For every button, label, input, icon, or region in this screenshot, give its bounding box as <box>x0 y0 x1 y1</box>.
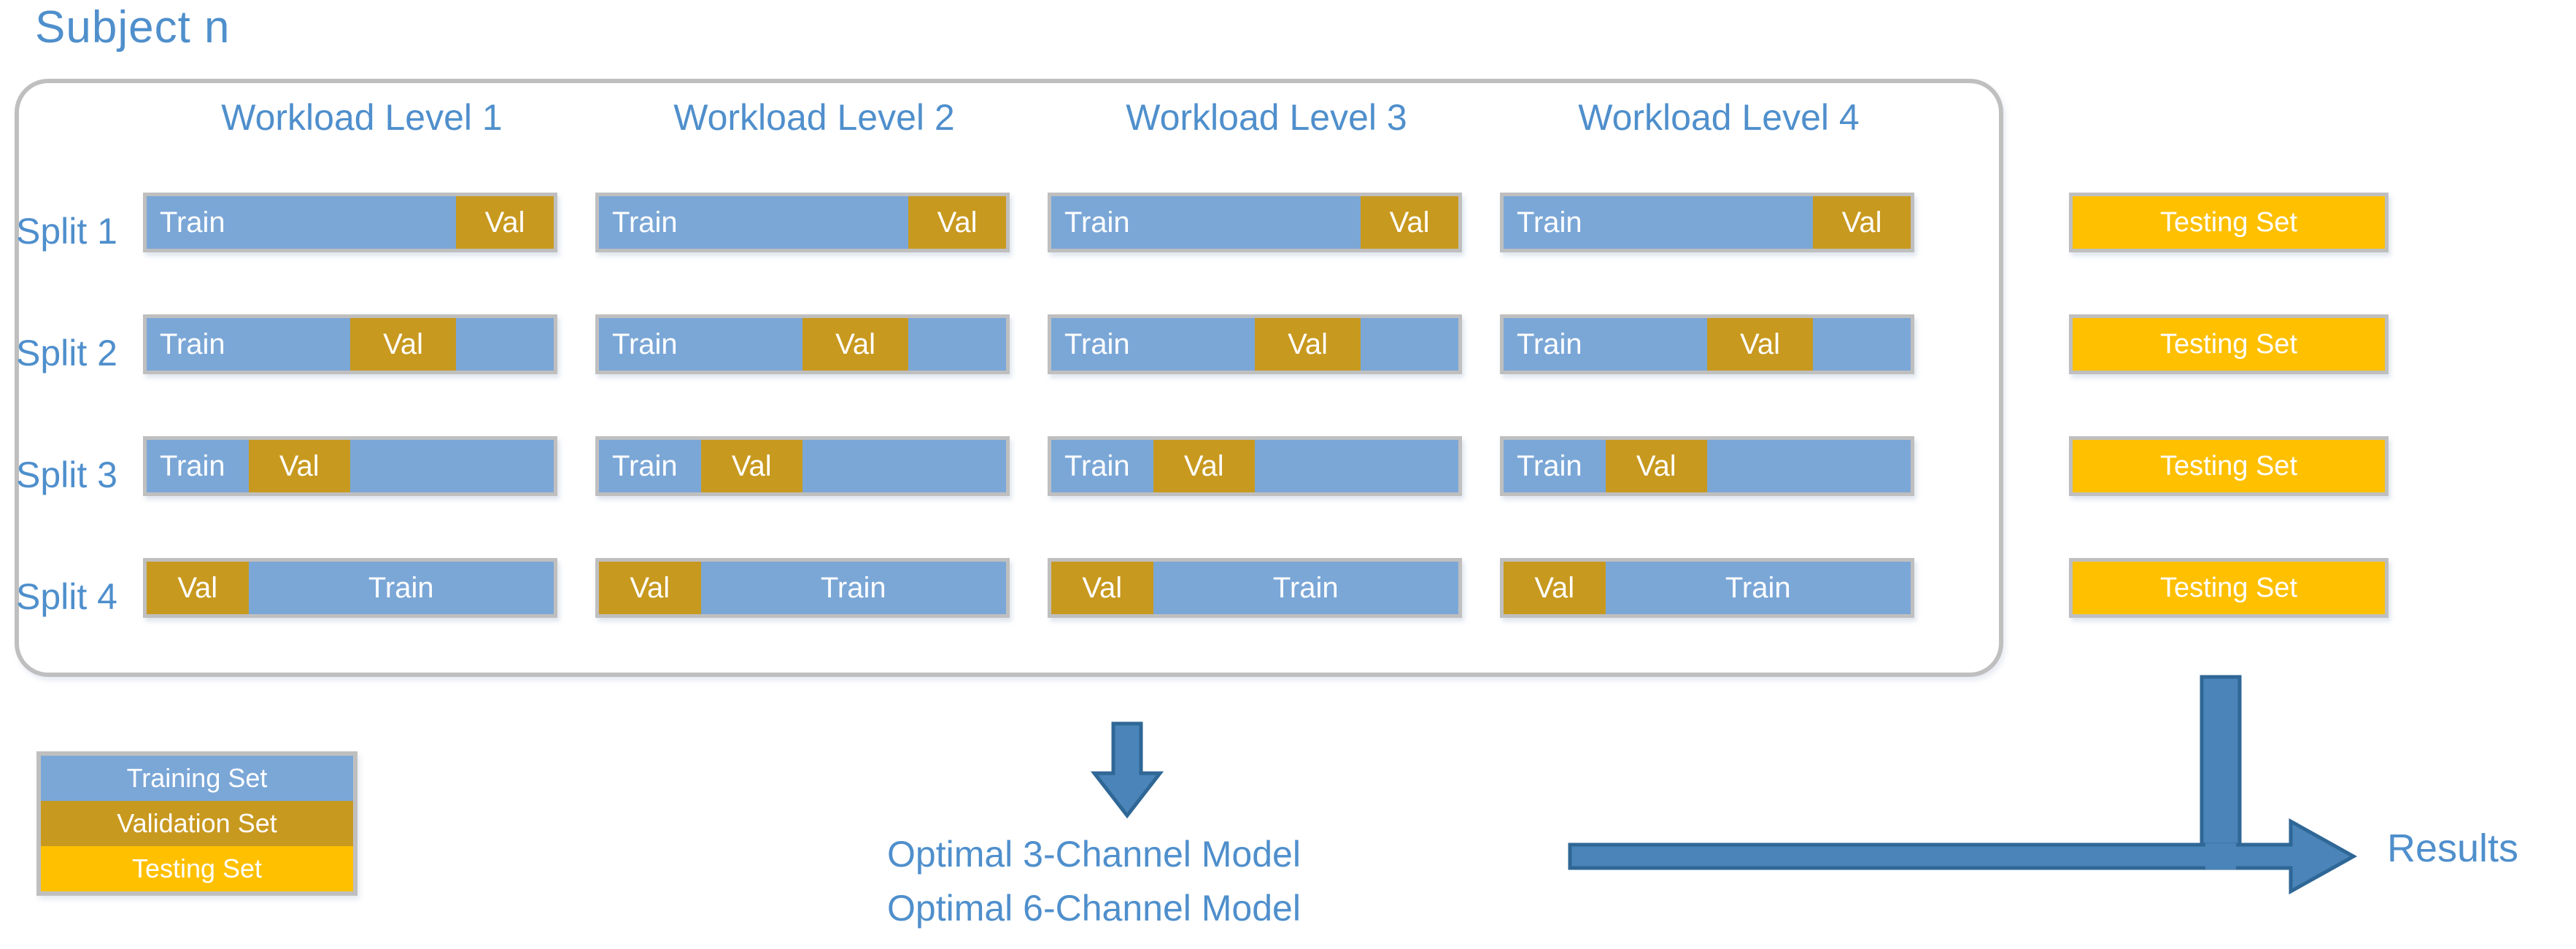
segment-train-s2-w3-1: Train <box>1051 318 1255 371</box>
legend-item-validation-set: Validation Set <box>41 801 353 846</box>
optimal-3-channel-model-label: Optimal 3-Channel Model <box>887 834 1301 875</box>
legend: Training Set Validation Set Testing Set <box>36 751 357 896</box>
segment-val-s2-w3-2: Val <box>1255 318 1361 371</box>
segment-val-s4-w2-1: Val <box>599 562 701 614</box>
segment-val-s3-w2-2: Val <box>700 440 802 492</box>
testing-set-box-split-2: Testing Set <box>2069 314 2389 374</box>
segment-val-s1-w3-2: Val <box>1361 196 1458 249</box>
segment-val-s2-w4-2: Val <box>1707 318 1814 371</box>
workload-level-header-3: Workload Level 3 <box>1126 97 1407 138</box>
segment-val-s4-w3-1: Val <box>1051 562 1153 614</box>
segment-train-s2-w1-1: Train <box>147 318 350 371</box>
segment-train-s3-w1-1: Train <box>147 440 249 492</box>
split-label-3: Split 3 <box>16 454 117 495</box>
split-label-1: Split 1 <box>16 211 117 252</box>
optimal-6-channel-model-label: Optimal 6-Channel Model <box>887 888 1301 929</box>
segment-blank-s3-w3-3 <box>1255 440 1458 492</box>
segment-train-s1-w4-1: Train <box>1504 196 1814 249</box>
page-title: Subject n <box>35 2 231 53</box>
segment-val-s1-w4-2: Val <box>1813 196 1911 249</box>
segment-val-s4-w4-1: Val <box>1504 562 1606 614</box>
legend-item-training-set: Training Set <box>41 756 353 801</box>
segment-val-s3-w1-2: Val <box>248 440 350 492</box>
segment-train-s3-w3-1: Train <box>1051 440 1153 492</box>
split-label-4: Split 4 <box>16 576 117 617</box>
segment-val-s1-w1-2: Val <box>456 196 554 249</box>
segment-train-s1-w3-1: Train <box>1051 196 1361 249</box>
legend-item-testing-set: Testing Set <box>41 846 353 891</box>
segment-blank-s2-w3-3 <box>1361 318 1458 371</box>
segment-train-s2-w2-1: Train <box>599 318 802 371</box>
segment-blank-s3-w2-3 <box>802 440 1006 492</box>
testing-set-box-split-1: Testing Set <box>2069 193 2389 252</box>
segment-train-s4-w2-2: Train <box>700 562 1006 614</box>
testing-set-box-split-3: Testing Set <box>2069 436 2389 496</box>
segment-val-s3-w3-2: Val <box>1153 440 1255 492</box>
workload-level-header-4: Workload Level 4 <box>1578 97 1860 138</box>
segment-val-s3-w4-2: Val <box>1605 440 1707 492</box>
testing-set-box-split-4: Testing Set <box>2069 558 2389 618</box>
segment-blank-s3-w1-3 <box>350 440 554 492</box>
segment-train-s1-w1-1: Train <box>147 196 457 249</box>
segment-blank-s3-w4-3 <box>1707 440 1911 492</box>
segment-val-s2-w2-2: Val <box>802 318 909 371</box>
segment-val-s1-w2-2: Val <box>908 196 1006 249</box>
segment-blank-s2-w2-3 <box>908 318 1006 371</box>
segment-blank-s2-w1-3 <box>456 318 554 371</box>
workload-level-header-1: Workload Level 1 <box>221 97 503 138</box>
results-label: Results <box>2387 826 2519 870</box>
split-label-2: Split 2 <box>16 333 117 373</box>
results-elbow-arrow-icon <box>1568 675 2358 895</box>
segment-blank-s2-w4-3 <box>1813 318 1911 371</box>
segment-train-s4-w1-2: Train <box>248 562 554 614</box>
segment-train-s4-w3-2: Train <box>1153 562 1458 614</box>
segment-train-s2-w4-1: Train <box>1504 318 1707 371</box>
segment-val-s2-w1-2: Val <box>350 318 457 371</box>
workload-level-header-2: Workload Level 2 <box>673 97 955 138</box>
segment-train-s1-w2-1: Train <box>599 196 909 249</box>
down-arrow-icon <box>1090 721 1164 819</box>
segment-train-s3-w4-1: Train <box>1504 440 1606 492</box>
segment-val-s4-w1-1: Val <box>147 562 249 614</box>
segment-train-s4-w4-2: Train <box>1605 562 1911 614</box>
segment-train-s3-w2-1: Train <box>599 440 701 492</box>
